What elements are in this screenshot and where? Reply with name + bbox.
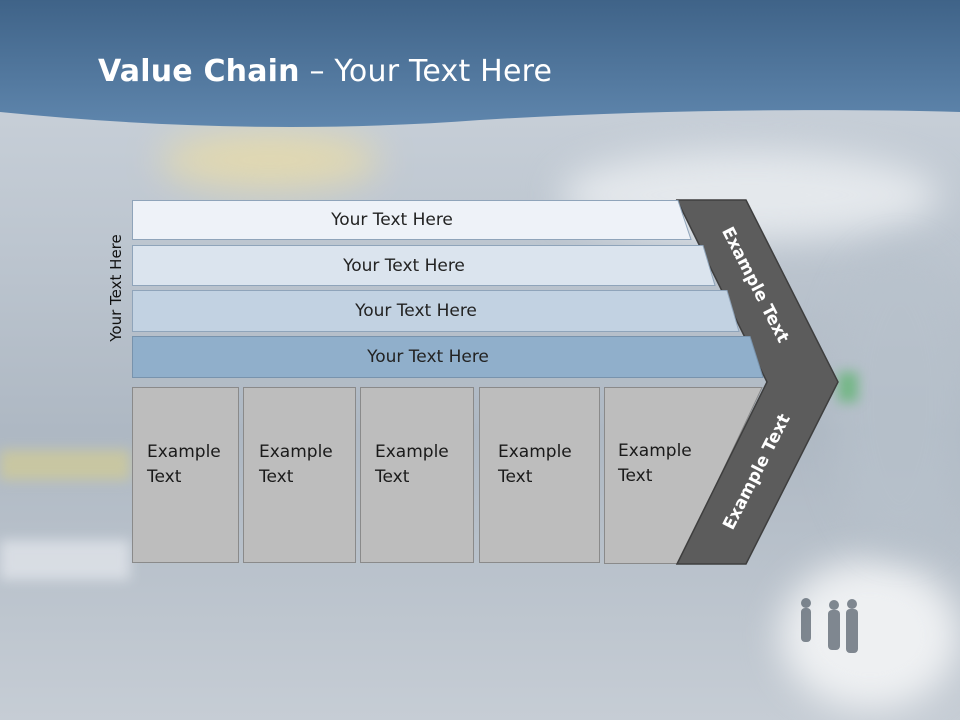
title-rest: – Your Text Here [299, 54, 553, 89]
row-bar-label: Your Text Here [343, 255, 465, 276]
bg-stripe [0, 540, 130, 580]
example-box-1: Example Text [132, 387, 239, 563]
box-text: Example Text [375, 442, 449, 487]
page-title: Value Chain – Your Text Here [98, 54, 552, 89]
row-bar-1: Your Text Here [132, 200, 692, 240]
box-text: Example Text [259, 442, 333, 487]
row-bar-label: Your Text Here [331, 210, 453, 230]
row-bar-label: Your Text Here [367, 347, 489, 367]
bg-stripe [0, 450, 130, 480]
bg-exit-sign [838, 372, 858, 402]
row-bar-4: Your Text Here [132, 336, 764, 378]
header-banner [0, 0, 960, 127]
row-bar-3: Your Text Here [132, 290, 740, 332]
example-box-2: Example Text [243, 387, 356, 563]
example-box-4: Example Text [479, 387, 600, 563]
box-text: Example Text [147, 442, 221, 487]
side-label: Your Text Here [107, 234, 125, 342]
box-text: Example Text [498, 442, 572, 487]
title-bold: Value Chain [98, 54, 300, 89]
example-box-5: Example Text [604, 387, 692, 563]
chevron-arrow [675, 199, 839, 565]
row-bar-label: Your Text Here [355, 301, 477, 321]
people-silhouette [801, 598, 858, 653]
reflection-chevron [677, 563, 838, 720]
example-box-3: Example Text [360, 387, 474, 563]
ceiling-light [160, 130, 380, 190]
row-bar-2: Your Text Here [132, 245, 716, 286]
reflection: Example Text Example Text Example Text E… [0, 563, 960, 720]
box-text: Example Text [618, 441, 692, 486]
